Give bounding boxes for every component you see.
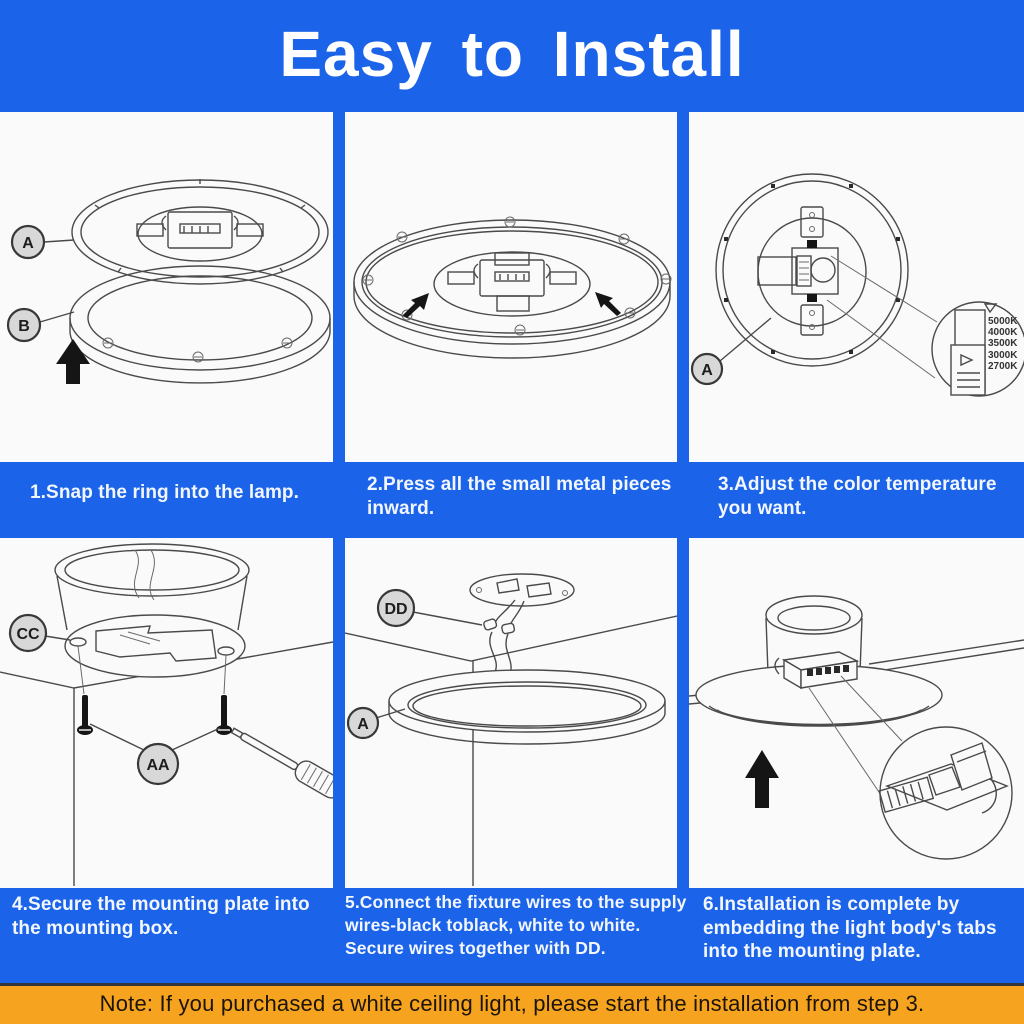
step5-panel: DD A [345, 538, 677, 888]
marker-a: A [701, 362, 713, 379]
page-title: Easy to Install [279, 18, 745, 90]
marker-a-circle [690, 352, 724, 386]
caption-line: Secure wires together with DD. [345, 938, 606, 958]
step1-lamp-ring-drawing: A B [6, 179, 331, 384]
step4-panel: CC AA [0, 538, 333, 888]
step3-caption: 3.Adjust the color temperature you want. [718, 473, 997, 520]
marker-a-circle [346, 706, 380, 740]
step3-cct-drawing: 5000K 4000K 3500K 3000K 2700K A [690, 173, 1024, 397]
step6-caption: 6.Installation is complete by embedding … [703, 893, 997, 964]
step5-caption: 5.Connect the fixture wires to the suppl… [345, 891, 687, 960]
caption-line: inward. [367, 497, 435, 519]
step3-panel: 5000K 4000K 3500K 3000K 2700K A [689, 112, 1024, 462]
metal-clips [362, 216, 672, 336]
step2-clips-drawing [353, 216, 672, 359]
caption-line: wires-black toblack, white to white. [345, 915, 641, 935]
caption-line: 3.Adjust the color temperature [718, 474, 997, 495]
marker-a-circle [10, 224, 46, 260]
marker-dd: DD [384, 601, 407, 618]
screw-right [216, 695, 232, 735]
note-bar: Note: If you purchased a white ceiling l… [0, 983, 1024, 1024]
svg-text:3500K: 3500K [988, 338, 1018, 349]
up-arrow-icon [745, 750, 779, 808]
caption-line: embedding the light body's tabs [703, 917, 997, 939]
step6-panel [689, 538, 1024, 888]
slot-opening [928, 766, 961, 796]
marker-aa: AA [146, 757, 170, 774]
spring-tab [950, 742, 993, 791]
caption-line: 2.Press all the small metal pieces [367, 474, 672, 495]
caption-line: 4.Secure the mounting plate into [12, 894, 310, 915]
inward-arrow-right-icon [595, 292, 621, 316]
step4-mounting-drawing: CC AA [0, 543, 333, 886]
marker-a: A [357, 716, 369, 733]
marker-aa-circle [136, 742, 180, 786]
marker-cc-circle [8, 613, 48, 653]
step4-caption: 4.Secure the mounting plate into the mou… [12, 893, 310, 940]
step2-panel [345, 112, 677, 462]
step2-caption: 2.Press all the small metal pieces inwar… [367, 473, 671, 520]
marker-dd-circle [376, 588, 416, 628]
step5-wiring-drawing: DD A [345, 573, 677, 886]
caption-line: 5.Connect the fixture wires to the suppl… [345, 892, 687, 912]
inward-arrow-left-icon [403, 293, 429, 318]
step1-panel: A B [0, 112, 333, 462]
color-temp-labels: 5000K 4000K 3500K 3000K 2700K [988, 316, 1018, 372]
up-arrow-icon [56, 339, 90, 384]
step6-embed-drawing [689, 595, 1024, 860]
note-text: Note: If you purchased a white ceiling l… [99, 991, 925, 1016]
caption-line: 1.Snap the ring into the lamp. [30, 482, 300, 503]
screw-left [77, 695, 93, 735]
caption-line: 6.Installation is complete by [703, 894, 960, 915]
caption-line: you want. [718, 497, 807, 519]
caption-line: into the mounting plate. [703, 941, 921, 962]
svg-text:4000K: 4000K [988, 327, 1018, 338]
step1-caption: 1.Snap the ring into the lamp. [30, 481, 299, 505]
screwdriver-icon [230, 727, 333, 799]
rim-tabs [724, 184, 900, 354]
hatch-block [878, 776, 935, 814]
tab-detail-circle [879, 726, 1013, 860]
switch-pointer-icon [960, 353, 974, 367]
svg-text:5000K: 5000K [988, 316, 1018, 327]
marker-a: A [22, 235, 34, 252]
svg-text:2700K: 2700K [988, 361, 1018, 372]
header-banner: Easy to Install [0, 0, 1024, 112]
marker-b-circle [6, 307, 42, 343]
connector-pins [807, 665, 849, 676]
svg-text:3000K: 3000K [988, 350, 1018, 361]
caption-line: the mounting box. [12, 917, 179, 939]
marker-cc: CC [16, 626, 40, 643]
marker-b: B [18, 318, 30, 335]
